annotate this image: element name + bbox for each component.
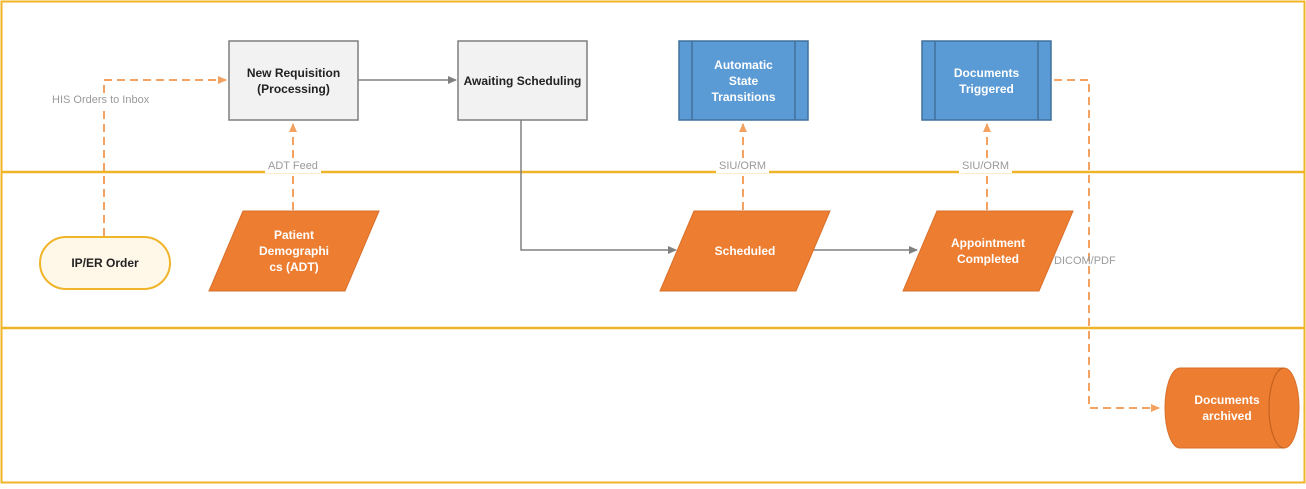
edge-documents-to-archived [1054,79,1160,412]
siu-orm-label-1: SIU/ORM [716,159,770,173]
scheduled-label: Scheduled [714,244,776,258]
awaiting-scheduling-label: Awaiting Scheduling [463,73,582,88]
edge-awaiting-to-scheduled [520,120,677,254]
new-requisition-label: New Requisition (Processing) [246,65,341,96]
documents-triggered-shape [921,40,1052,121]
dicom-pdf-label: DICOM/PDF [1054,255,1116,267]
edge-order-to-requisition [103,76,227,236]
ip-er-order-shape [39,236,171,290]
patient-demographics-label: Patient Demographi cs (ADT) [258,228,329,274]
appointment-completed-shape [902,210,1074,292]
adt-feed-label: ADT Feed [265,159,321,173]
appointment-completed-label: Appointment Completed [951,236,1025,266]
his-orders-label: HIS Orders to Inbox [49,93,153,107]
patient-demographics-shape [208,210,380,292]
documents-archived-shape [1164,367,1300,449]
siu-orm-label-2: SIU/ORM [959,159,1013,173]
documents-archived-label: Documents archived [1194,393,1260,423]
automatic-state-label: Automatic State Transitions [711,57,776,104]
documents-triggered-label: Documents Triggered [953,65,1020,96]
ip-er-order-label: IP/ER Order [71,256,139,270]
automatic-state-shape [678,40,809,121]
scheduled-shape [659,210,831,292]
new-requisition-box [228,40,359,121]
awaiting-scheduling-box [457,40,588,121]
